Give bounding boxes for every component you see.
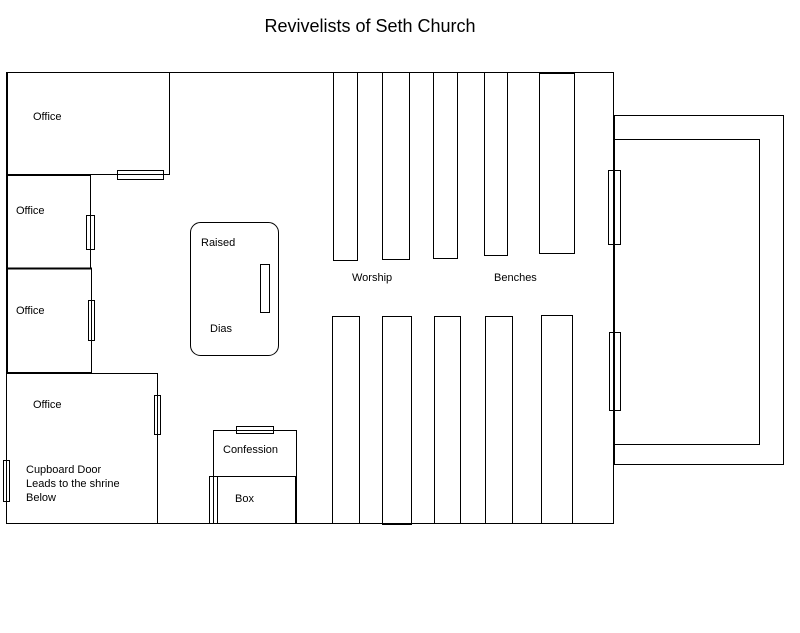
office-2-door[interactable] xyxy=(86,215,95,250)
bench xyxy=(484,72,508,256)
annex-door-1[interactable] xyxy=(608,170,621,245)
office-4-label: Office xyxy=(33,399,62,411)
cupboard-note-line-1: Cupboard Door xyxy=(26,464,102,476)
plan-title: Revivelists of Seth Church xyxy=(264,16,476,36)
confession-top-door[interactable] xyxy=(236,426,274,434)
annex-door-2[interactable] xyxy=(609,332,621,411)
bench xyxy=(539,73,575,254)
bench xyxy=(382,316,412,525)
annex-outer xyxy=(614,115,784,465)
office-1-door[interactable] xyxy=(117,170,164,180)
office-1-label: Office xyxy=(33,111,62,123)
bench xyxy=(332,316,360,524)
bench-row-top xyxy=(333,72,575,261)
bench xyxy=(333,72,358,261)
cupboard-door[interactable] xyxy=(3,460,10,502)
benches-label: Benches xyxy=(494,272,537,284)
cupboard-note-line-2: Leads to the shrine xyxy=(26,478,120,490)
dias-label-raised: Raised xyxy=(201,237,236,249)
office-2-label: Office xyxy=(16,205,45,217)
office-3-door[interactable] xyxy=(88,300,95,341)
confession-label: Confession xyxy=(223,444,279,456)
bench-row-bottom xyxy=(332,315,573,525)
confession-side-door[interactable] xyxy=(209,476,218,524)
box-label: Box xyxy=(235,493,254,505)
bench xyxy=(485,316,513,524)
main-hall-outline xyxy=(6,72,614,524)
bench xyxy=(433,72,458,259)
office-4-walls xyxy=(92,373,158,523)
dias-lectern xyxy=(260,264,270,313)
bench xyxy=(382,72,410,260)
bench xyxy=(541,315,573,524)
office-4-door[interactable] xyxy=(154,395,161,435)
office-3-label: Office xyxy=(16,305,45,317)
cupboard-note-line-3: Below xyxy=(26,492,56,504)
bench xyxy=(434,316,461,524)
annex-inner xyxy=(614,139,760,445)
dias-label-dias: Dias xyxy=(210,323,233,335)
worship-label: Worship xyxy=(352,272,393,284)
raised-dias xyxy=(190,222,279,356)
